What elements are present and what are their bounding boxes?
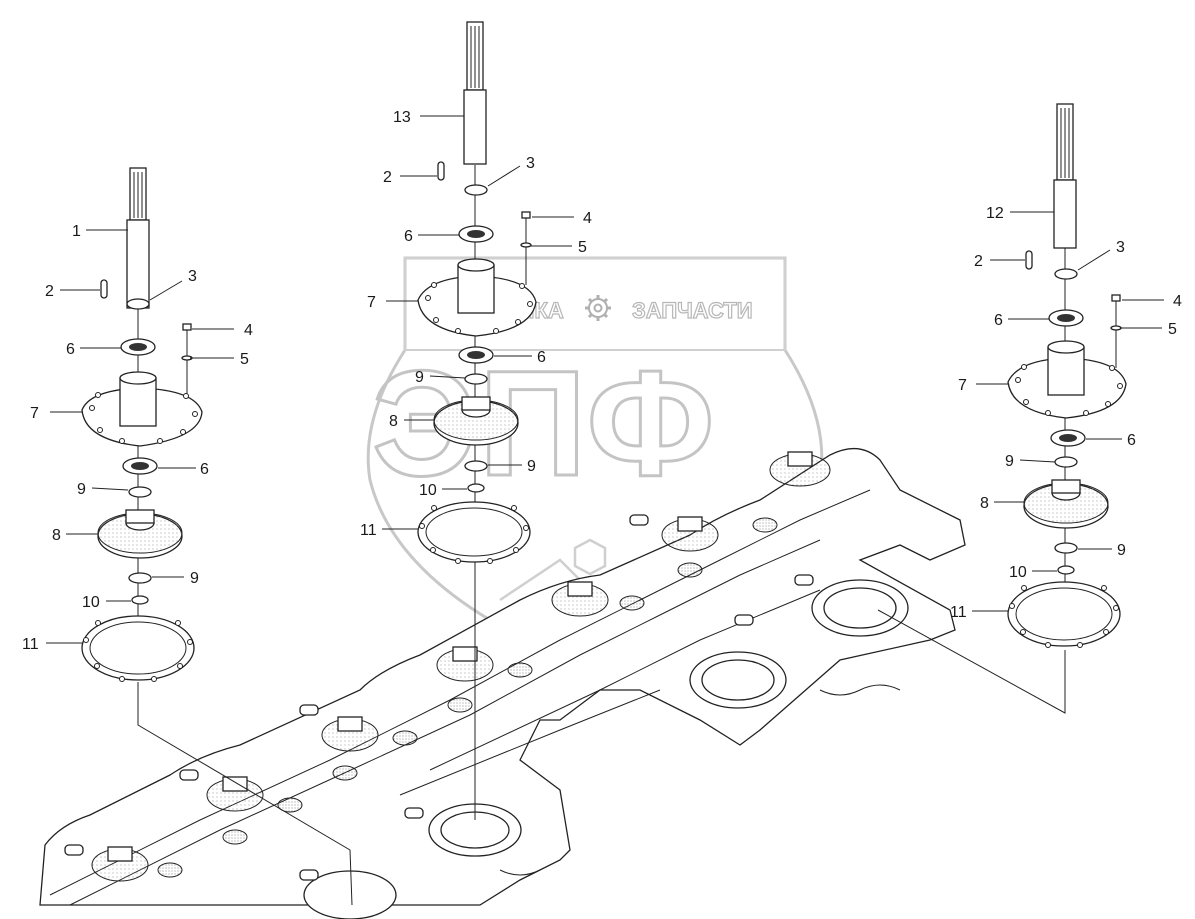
- shaft-1: [126, 219, 150, 309]
- assembly-right: 12 2 3 4 6 5 7 6 9 8 9 10 11: [877, 103, 1182, 714]
- callout-left-6a: 6: [66, 341, 75, 358]
- callout-center-13: 13: [393, 109, 411, 126]
- callout-right-12: 12: [986, 205, 1004, 222]
- callout-left-5: 5: [240, 351, 249, 368]
- callout-right-4: 4: [1173, 293, 1182, 310]
- watermark: ТЕХНИКА ЗАПЧАСТИ ЭПФ: [366, 256, 824, 692]
- callout-right-3: 3: [1116, 239, 1125, 256]
- callout-right-9a: 9: [1005, 453, 1014, 470]
- ring-3: [126, 298, 150, 310]
- callout-left-2: 2: [45, 283, 54, 300]
- callout-right-5: 5: [1168, 321, 1177, 338]
- assembly-left: 1 2 3 4 6 5 7 6 9 8 9 10 11: [22, 167, 353, 906]
- gasket-11-center: [417, 501, 531, 563]
- callout-center-8: 8: [389, 413, 398, 430]
- bolt-4: [182, 323, 192, 331]
- callout-left-8: 8: [52, 527, 61, 544]
- callout-center-4: 4: [583, 210, 592, 227]
- callout-right-11: 11: [950, 604, 967, 621]
- callout-left-3: 3: [188, 268, 197, 285]
- callout-right-9b: 9: [1117, 542, 1126, 559]
- callout-center-9b: 9: [527, 458, 536, 475]
- callout-left-10: 10: [82, 594, 100, 611]
- callout-center-11: 11: [360, 522, 377, 539]
- callout-right-6b: 6: [1127, 432, 1136, 449]
- callout-left-4: 4: [244, 322, 253, 339]
- housing-background: [39, 448, 966, 919]
- callout-right-6a: 6: [994, 312, 1003, 329]
- callout-right-2: 2: [974, 253, 983, 270]
- callout-right-7: 7: [958, 377, 967, 394]
- callout-center-9a: 9: [415, 369, 424, 386]
- callout-left-9b: 9: [190, 570, 199, 587]
- callout-left-6b: 6: [200, 461, 209, 478]
- key-2: [100, 279, 108, 299]
- callout-right-10: 10: [1009, 564, 1027, 581]
- callout-center-7: 7: [367, 294, 376, 311]
- key-2-center: [437, 161, 445, 181]
- callout-center-2: 2: [383, 169, 392, 186]
- shaft-12: [1053, 179, 1077, 249]
- watermark-big-letters: ЭПФ: [372, 339, 715, 507]
- callout-left-7: 7: [30, 405, 39, 422]
- callout-center-3: 3: [526, 155, 535, 172]
- callout-left-11: 11: [22, 636, 39, 653]
- callout-right-8: 8: [980, 495, 989, 512]
- gasket-11-right: [1007, 581, 1121, 647]
- callout-left-9a: 9: [77, 481, 86, 498]
- callout-center-6a: 6: [404, 228, 413, 245]
- key-2-right: [1025, 250, 1033, 270]
- gear-icon: [585, 295, 611, 321]
- assembly-center: 13 2 3 4 6 5 7 6 9 8 9 10 11: [360, 21, 592, 820]
- gasket-11: [81, 615, 195, 681]
- callout-center-10: 10: [419, 482, 437, 499]
- callout-center-5: 5: [578, 239, 587, 256]
- shaft-13: [463, 89, 487, 165]
- watermark-right-text: ЗАПЧАСТИ: [632, 298, 753, 323]
- callout-center-6b: 6: [537, 349, 546, 366]
- callout-left-1: 1: [72, 223, 81, 240]
